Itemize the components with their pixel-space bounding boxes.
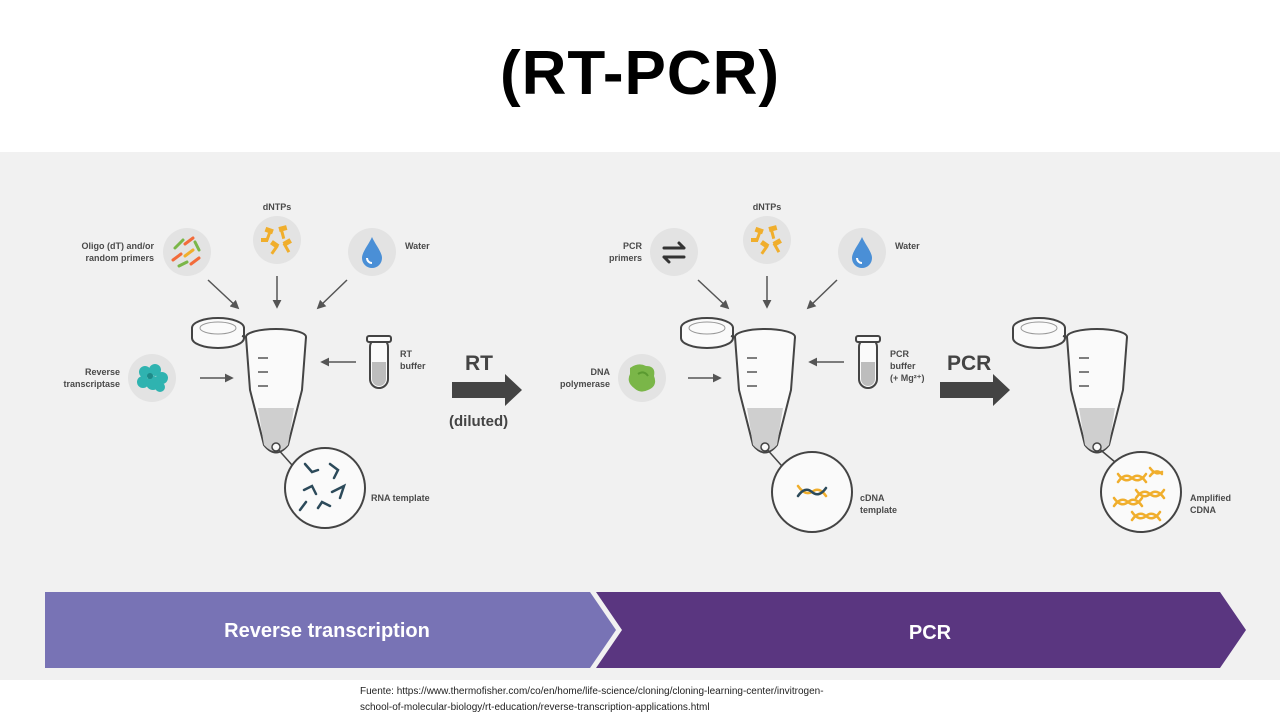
pcr-arrow-icon: [940, 374, 1010, 406]
rt-pcr-diagram: Oligo (dT) and/or random primers dNTPs W…: [0, 152, 1280, 680]
dna-polymerase-icon: [618, 354, 666, 402]
band-pcr: [596, 592, 1246, 668]
pcr-tube-icon: [680, 317, 796, 454]
pcr-primers-icon: [650, 228, 698, 276]
band-left-label: Reverse transcription: [224, 620, 430, 642]
rna-template-label: RNA template: [371, 493, 430, 503]
cdna-template-icon: [760, 442, 853, 533]
water-label: Water: [405, 241, 430, 251]
dntps-icon: [253, 216, 301, 264]
pcr-water-drop-icon: [837, 227, 887, 277]
amplified-cdna-icon: [1092, 442, 1182, 533]
band-right-label: PCR: [909, 622, 952, 644]
process-bands: Reverse transcription PCR: [45, 592, 1246, 668]
pcr-arrow-label: PCR: [947, 352, 991, 375]
buffer-label-line1: RT: [400, 349, 412, 359]
pcr-stage: PCR primers dNTPs Water DNA polymerase P…: [560, 202, 925, 533]
rt-arrow-label: RT: [465, 352, 493, 375]
pcr-buffer-label-line2: buffer: [890, 361, 916, 371]
source-line2: school-of-molecular-biology/rt-education…: [360, 702, 710, 713]
result-stage: Amplified CDNA: [1012, 317, 1231, 533]
pcr-water-label: Water: [895, 241, 920, 251]
rt-transition: RT (diluted): [449, 352, 522, 430]
band-reverse-transcription: [45, 592, 616, 668]
cdna-template-label-line2: template: [860, 505, 897, 515]
rt-stage: Oligo (dT) and/or random primers dNTPs W…: [63, 202, 430, 529]
dna-polymerase-label-line1: DNA: [591, 367, 611, 377]
cdna-template-label-line1: cDNA: [860, 493, 885, 503]
pcr-transition: PCR: [940, 352, 1010, 406]
result-tube-icon: [1012, 317, 1128, 454]
buffer-label-line2: buffer: [400, 361, 426, 371]
page-title: (RT-PCR): [499, 39, 781, 108]
oligo-label-line2: random primers: [85, 253, 154, 263]
reverse-transcriptase-icon: [128, 354, 176, 402]
water-drop-icon: [347, 227, 397, 277]
pcr-buffer-vial-icon: [855, 335, 881, 389]
enzyme-label-line2: transcriptase: [63, 379, 120, 389]
pcr-primers-label-line2: primers: [609, 253, 642, 263]
rt-tube-icon: [191, 317, 307, 454]
dna-polymerase-label-line2: polymerase: [560, 379, 610, 389]
pcr-dntps-icon: [743, 216, 791, 264]
rt-buffer-vial-icon: [366, 335, 392, 389]
enzyme-label-line1: Reverse: [85, 367, 120, 377]
rt-arrow-icon: [452, 374, 522, 406]
oligo-label-line1: Oligo (dT) and/or: [82, 241, 155, 251]
source-citation: Fuente: https://www.thermofisher.com/co/…: [360, 684, 980, 716]
pcr-dntps-label: dNTPs: [753, 202, 782, 212]
rt-diluted-note: (diluted): [449, 413, 508, 430]
pcr-primers-label-line1: PCR: [623, 241, 643, 251]
pcr-buffer-label-line1: PCR: [890, 349, 910, 359]
amplified-label-line2: CDNA: [1190, 505, 1216, 515]
amplified-label-line1: Amplified: [1190, 493, 1231, 503]
oligo-primers-icon: [163, 228, 211, 276]
source-line1: Fuente: https://www.thermofisher.com/co/…: [360, 686, 824, 697]
rna-template-icon: [271, 442, 366, 529]
dntps-label: dNTPs: [263, 202, 292, 212]
pcr-buffer-label-line3: (+ Mg²⁺): [890, 373, 925, 383]
